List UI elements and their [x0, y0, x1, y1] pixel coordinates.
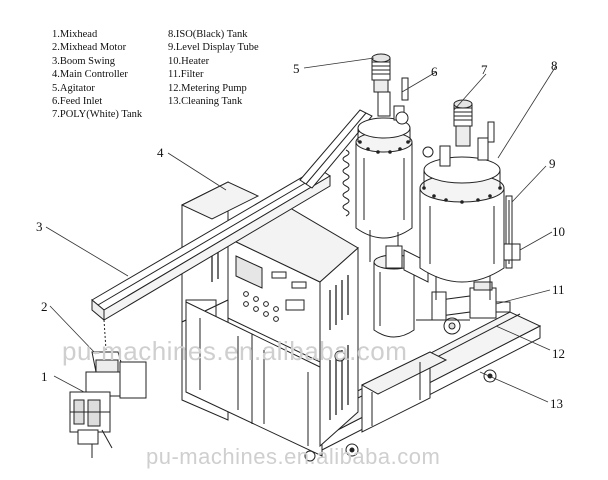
- legend-left-column: 1.Mixhead 2.Mixhead Motor 3.Boom Swing 4…: [52, 28, 142, 122]
- metering-pump-area: [373, 245, 511, 338]
- callout-8: 8: [551, 58, 558, 73]
- control-buttons: [243, 271, 307, 322]
- callout-2: 2: [41, 299, 48, 314]
- callout-6: 6: [431, 64, 438, 79]
- legend-item-mixhead-motor: 2.Mixhead Motor: [52, 42, 127, 54]
- poly-tank: [355, 77, 413, 262]
- legend-item-cleaning-tank: 13.Cleaning Tank: [168, 95, 243, 107]
- cabinet-vents: [211, 251, 349, 420]
- agitator-motor-poly: [371, 53, 391, 93]
- watermark-middle: pu-machines.en.alibaba.com: [62, 336, 408, 366]
- iso-tank: [419, 121, 505, 300]
- callout-12: 12: [552, 346, 565, 361]
- cleaning-tank: [360, 351, 448, 433]
- callout-3: 3: [36, 219, 43, 234]
- legend-item-feed-inlet: 6.Feed Inlet: [52, 95, 103, 107]
- legend-item-heater: 10.Heater: [168, 55, 210, 67]
- legend-item-filter: 11.Filter: [168, 69, 204, 81]
- callout-9: 9: [549, 156, 556, 171]
- legend-item-metering-pump: 12.Metering Pump: [168, 82, 247, 94]
- legend-item-boom-swing: 3.Boom Swing: [52, 55, 116, 67]
- heater: [503, 243, 521, 261]
- mixhead-assembly: [69, 351, 147, 458]
- control-cabinet: [180, 181, 359, 457]
- callout-10: 10: [552, 224, 565, 239]
- callout-5: 5: [293, 61, 300, 76]
- callout-1: 1: [41, 369, 48, 384]
- callout-numbers: 1 2 3 4 5 6 7 8 9 10 11 12 13: [36, 58, 565, 411]
- hose-coil: [342, 149, 350, 217]
- boom-arm: [91, 109, 373, 351]
- leader-lines: [45, 57, 557, 403]
- callout-7: 7: [481, 62, 488, 77]
- legend-item-agitator: 5.Agitator: [52, 82, 95, 94]
- legend-item-mixhead: 1.Mixhead: [52, 29, 98, 40]
- callout-4: 4: [157, 145, 164, 160]
- legend-item-poly-tank: 7.POLY(White) Tank: [52, 109, 143, 121]
- legend-item-level-display-tube: 9.Level Display Tube: [168, 42, 259, 54]
- watermark-bottom: pu-machines.en.alibaba.com: [146, 444, 441, 469]
- callout-11: 11: [552, 282, 565, 297]
- legend-item-main-controller: 4.Main Controller: [52, 69, 128, 81]
- legend-item-iso-tank: 8.ISO(Black) Tank: [168, 29, 248, 40]
- agitator-motor-iso: [453, 99, 473, 147]
- callout-13: 13: [550, 396, 563, 411]
- legend-right-column: 8.ISO(Black) Tank 9.Level Display Tube 1…: [168, 28, 259, 108]
